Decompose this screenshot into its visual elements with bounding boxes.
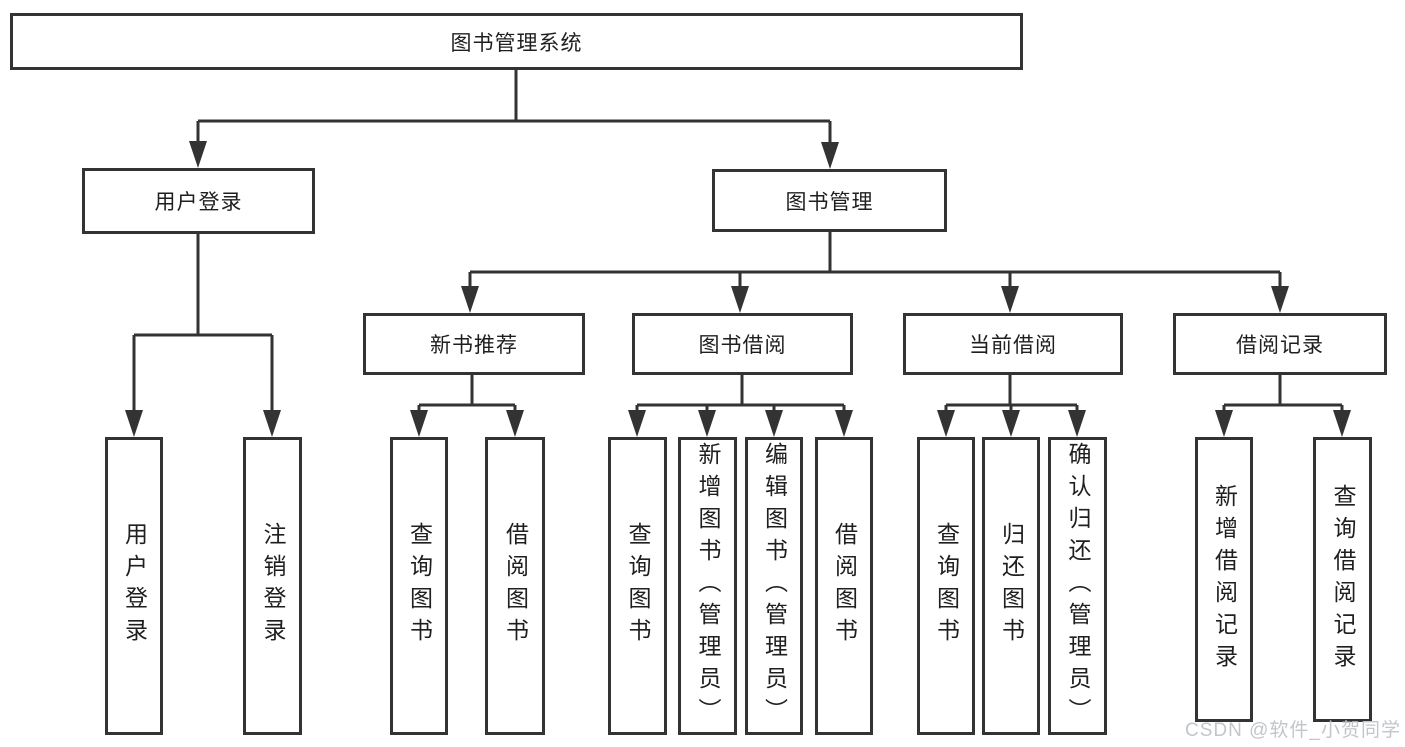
leaf-confirm-return-admin: 确认归还（管理员） (1048, 437, 1107, 735)
node-current-borrowing: 当前借阅 (903, 313, 1123, 375)
leaf-return-books: 归还图书 (982, 437, 1040, 735)
node-label: 编辑图书（管理员） (761, 442, 788, 730)
node-label: 借阅记录 (1236, 334, 1324, 357)
leaf-add-borrow-record: 新增借阅记录 (1195, 437, 1253, 722)
node-label: 借阅图书 (831, 522, 858, 650)
node-label: 归还图书 (998, 522, 1025, 650)
node-label: 查询借阅记录 (1330, 483, 1356, 676)
node-label: 新增图书（管理员） (695, 442, 721, 730)
node-label: 新增借阅记录 (1211, 483, 1238, 676)
leaf-edit-books-admin: 编辑图书（管理员） (745, 437, 803, 735)
node-label: 当前借阅 (969, 334, 1057, 357)
leaf-query-books-borrowing: 查询图书 (608, 437, 667, 735)
node-library-management-system: 图书管理系统 (10, 13, 1023, 70)
node-label: 用户登录 (154, 191, 243, 214)
leaf-query-borrow-record: 查询借阅记录 (1313, 437, 1372, 722)
arrowheads (125, 141, 1351, 437)
leaf-logout: 注销登录 (243, 437, 302, 735)
node-label: 图书管理系统 (450, 31, 583, 55)
node-label: 查询图书 (625, 522, 651, 650)
leaf-borrow-books: 借阅图书 (815, 437, 873, 735)
node-label: 注销登录 (260, 522, 286, 650)
node-book-borrowing: 图书借阅 (632, 313, 853, 375)
node-label: 图书管理 (785, 190, 874, 214)
leaf-query-books-recommend: 查询图书 (390, 437, 448, 735)
leaf-borrow-books-recommend: 借阅图书 (485, 437, 545, 735)
node-label: 借阅图书 (502, 522, 529, 650)
node-label: 新书推荐 (430, 334, 518, 357)
node-borrowing-records: 借阅记录 (1173, 313, 1387, 375)
leaf-add-books-admin: 新增图书（管理员） (678, 437, 737, 735)
node-label: 查询图书 (933, 522, 960, 650)
node-label: 图书借阅 (698, 334, 787, 357)
node-label: 确认归还（管理员） (1065, 442, 1091, 730)
node-user-login: 用户登录 (82, 168, 315, 234)
watermark: CSDN @软件_小贺同学 (1185, 720, 1401, 741)
leaf-query-books-current: 查询图书 (917, 437, 975, 735)
leaf-user-login: 用户登录 (105, 437, 163, 735)
node-label: 查询图书 (406, 522, 433, 650)
node-book-management: 图书管理 (712, 169, 947, 232)
node-new-book-recommendation: 新书推荐 (363, 313, 585, 375)
node-label: 用户登录 (121, 522, 148, 650)
